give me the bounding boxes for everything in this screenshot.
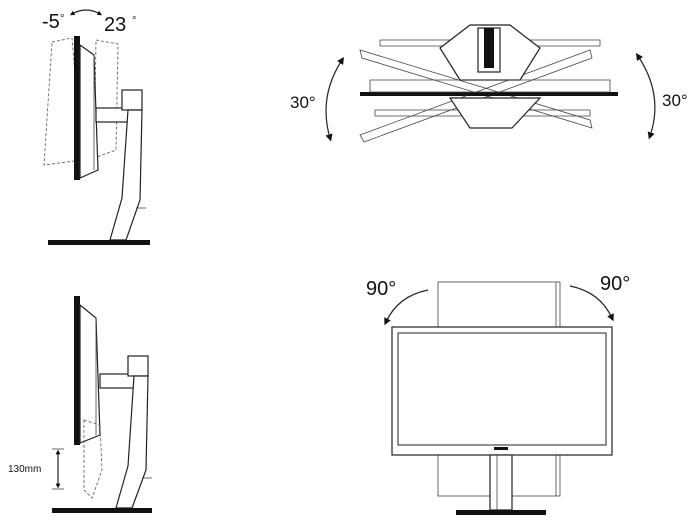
pivot-monitor-frame [392,327,612,455]
tilt-forward-label: 23 [104,14,126,36]
pivot-logo-icon [494,447,508,450]
tilt-monitor-panel [74,36,80,180]
tilt-forward-degree: ° [132,15,136,27]
height-panel: 130mm [8,296,152,513]
height-stand-top [128,356,148,376]
tilt-base [48,240,150,245]
tilt-ghost-forward [94,40,118,158]
pivot-panel: 90° 90° [366,273,630,515]
pivot-stand-neck [490,455,512,510]
pivot-right-label: 90° [600,273,630,295]
tilt-back-degree: ° [60,13,64,25]
height-monitor-panel [74,296,80,445]
height-base [52,508,152,513]
tilt-stand-top [122,90,142,110]
tilt-panel: -5 ° 23 ° [42,10,150,245]
pivot-base [456,510,546,515]
tilt-back-label: -5 [42,11,60,33]
swivel-monitor-panel [360,92,618,96]
tilt-monitor-back [80,45,98,178]
swivel-left-arrow-icon [326,60,342,138]
height-stand-neck [116,376,148,508]
tilt-arrow-icon [72,10,100,14]
height-label: 130mm [8,464,41,475]
swivel-panel: 30° 30° [290,25,688,142]
tilt-stand-neck [110,110,142,240]
swivel-right-arrow-icon [638,56,655,136]
swivel-left-label: 30° [290,93,316,112]
swivel-stand-foot [450,98,540,128]
swivel-right-label: 30° [662,91,688,110]
pivot-left-label: 90° [366,278,396,300]
